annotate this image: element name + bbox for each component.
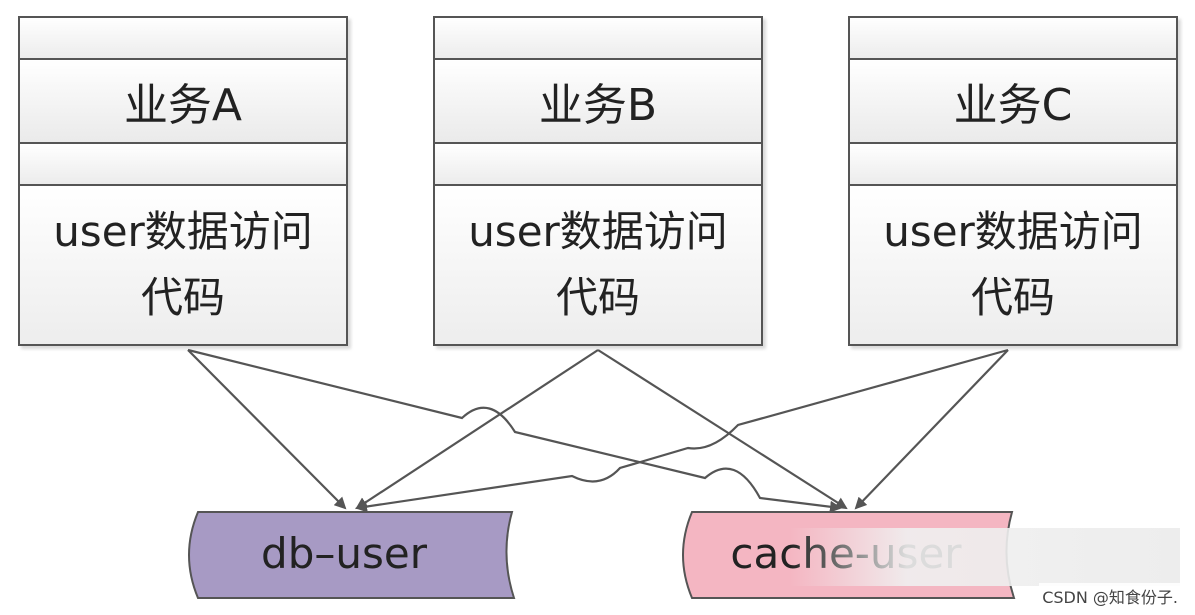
edge-c-to-db (355, 348, 1009, 513)
store-db-user: db–user (188, 511, 516, 599)
service-b-title: 业务B (435, 60, 761, 144)
edge-b-to-cache (597, 349, 848, 510)
watermark-text: CSDN @知食份子. (1039, 583, 1181, 609)
service-c-body: user数据访问代码 (850, 186, 1176, 344)
watermark-overlay (790, 528, 1180, 586)
service-a-body: user数据访问代码 (20, 186, 346, 344)
service-a-title: 业务A (20, 60, 346, 144)
edge-a-to-cache (187, 348, 842, 513)
service-b-body: user数据访问代码 (435, 186, 761, 344)
edge-b-to-db (355, 349, 599, 510)
service-a-divider-stripe (20, 144, 346, 186)
service-box-c: 业务C user数据访问代码 (848, 16, 1178, 346)
service-box-b: 业务B user数据访问代码 (433, 16, 763, 346)
service-c-divider-stripe (850, 144, 1176, 186)
edge-a-to-db (187, 349, 347, 510)
service-a-header-stripe (20, 18, 346, 60)
service-c-title: 业务C (850, 60, 1176, 144)
store-db-user-label: db–user (261, 529, 428, 578)
service-b-header-stripe (435, 18, 761, 60)
service-b-divider-stripe (435, 144, 761, 186)
service-box-a: 业务A user数据访问代码 (18, 16, 348, 346)
edge-c-to-cache (854, 349, 1009, 510)
service-c-header-stripe (850, 18, 1176, 60)
